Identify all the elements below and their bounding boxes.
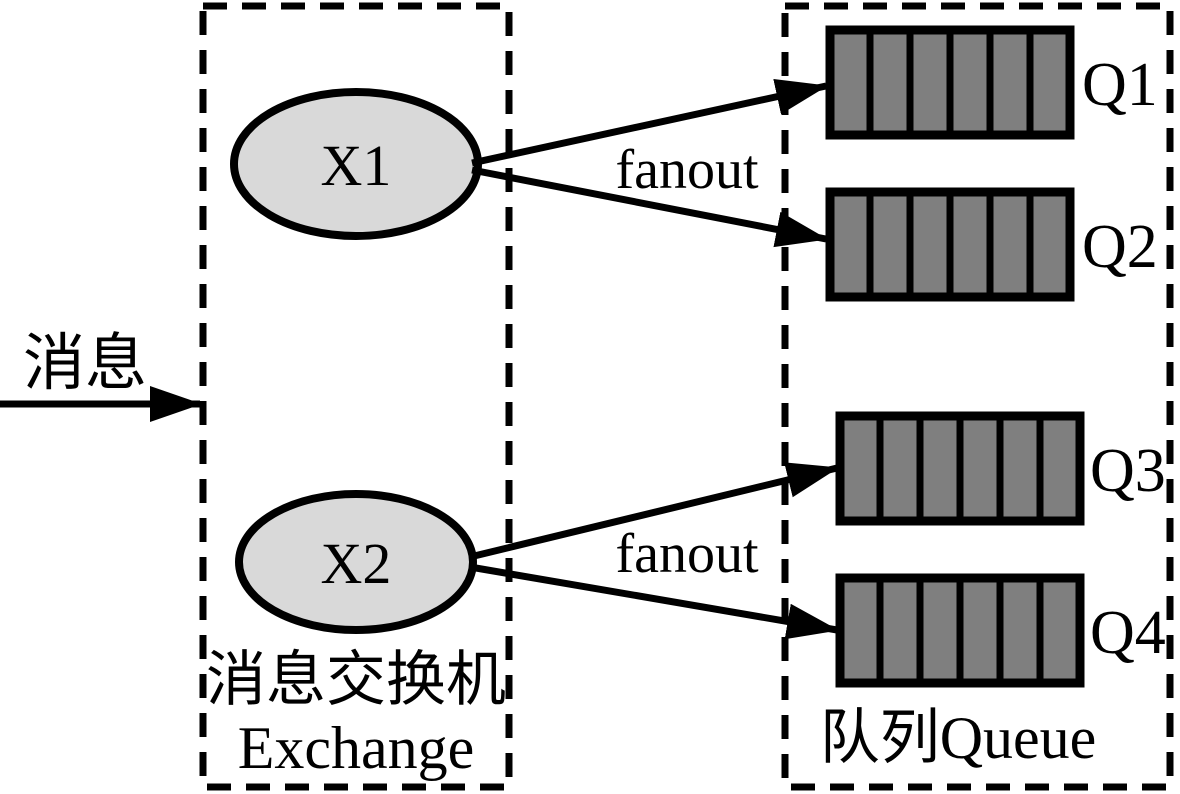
queue-group-label: 队列Queue bbox=[820, 705, 1097, 771]
queue-q4 bbox=[835, 573, 1085, 688]
arrow-x2-q3 bbox=[469, 462, 839, 561]
queue-q4-label: Q4 bbox=[1090, 599, 1166, 667]
queue-q2 bbox=[825, 187, 1075, 302]
exchange-node-x1-label: X1 bbox=[321, 133, 392, 198]
exchange-node-x2-label: X2 bbox=[321, 531, 392, 596]
incoming-message-label: 消息 bbox=[23, 330, 147, 398]
queue-q3 bbox=[835, 411, 1085, 526]
exchange-group-label-en: Exchange bbox=[238, 715, 475, 781]
fanout-label-x1: fanout bbox=[615, 139, 759, 201]
exchange-group-label-zh: 消息交换机 bbox=[206, 647, 506, 713]
exchange-node-x2 bbox=[235, 490, 477, 634]
queue-q1 bbox=[825, 25, 1075, 140]
queue-q2-label: Q2 bbox=[1082, 213, 1158, 281]
fanout-label-x2: fanout bbox=[615, 523, 759, 585]
queue-q1-label: Q1 bbox=[1082, 51, 1158, 119]
arrow-x1-q1 bbox=[471, 79, 828, 167]
arrow-x2-q4 bbox=[469, 563, 839, 640]
queue-q3-label: Q3 bbox=[1090, 437, 1166, 505]
arrow-x1-q2 bbox=[471, 166, 828, 248]
